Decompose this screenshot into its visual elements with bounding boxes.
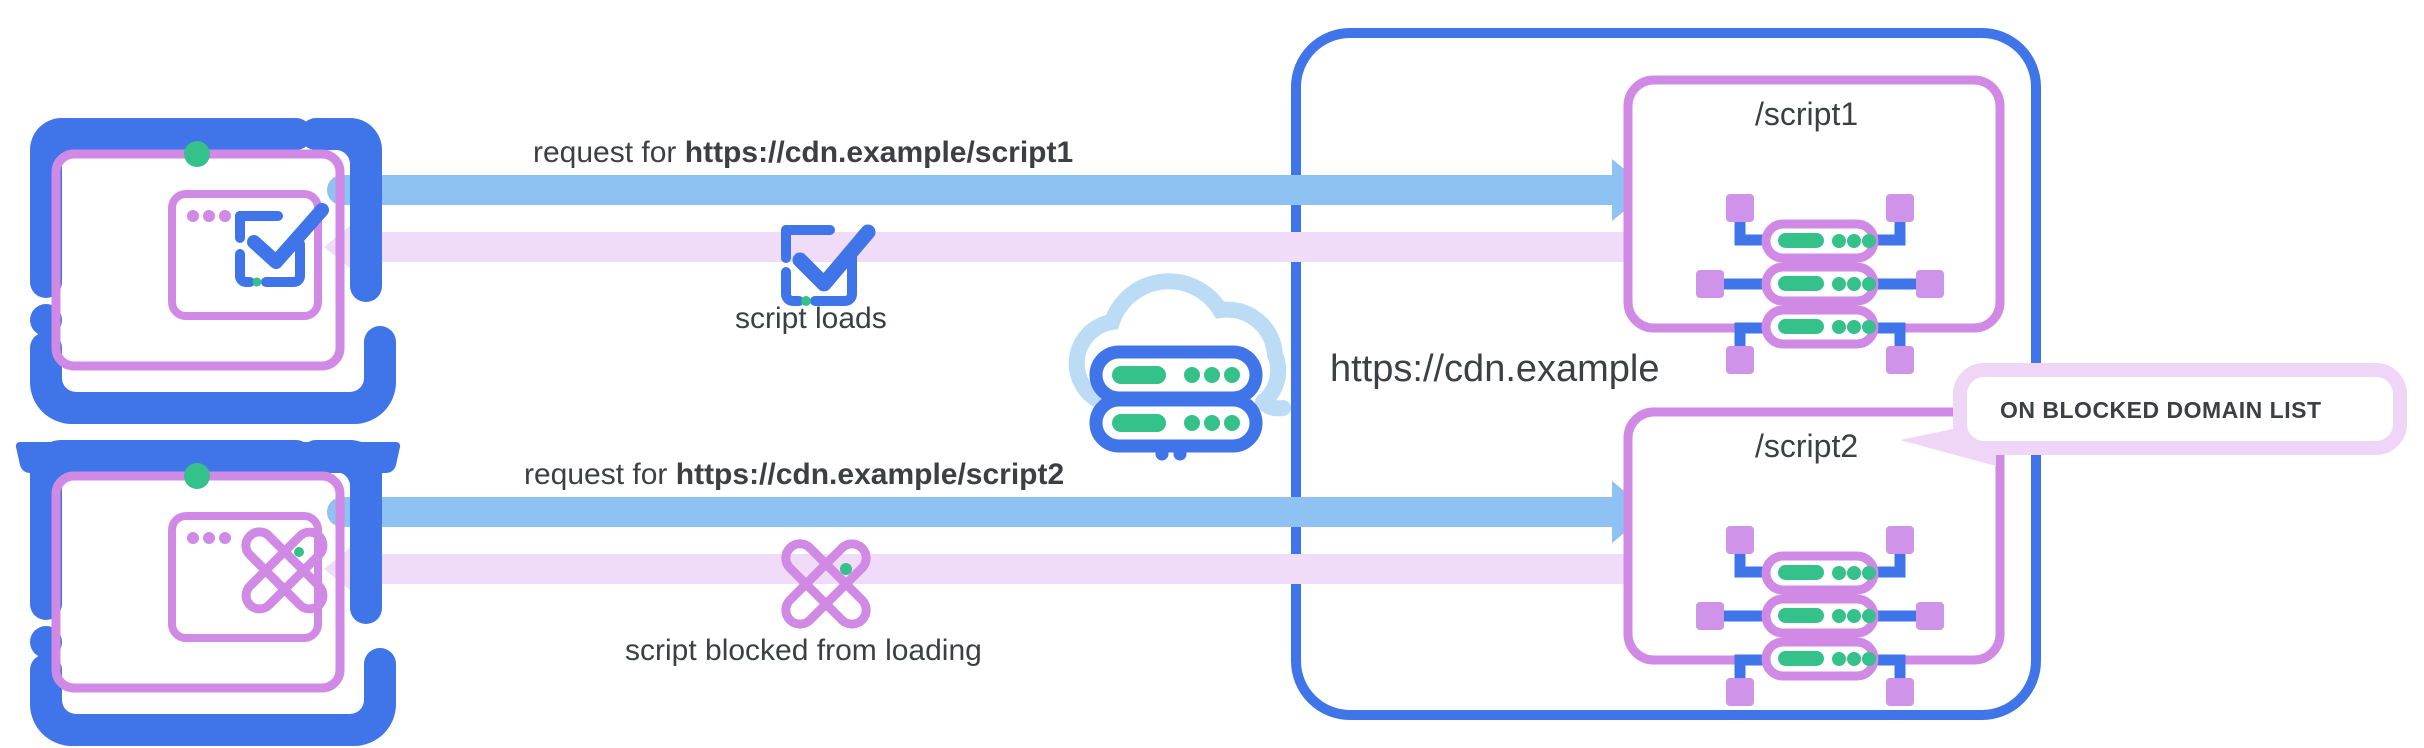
cross-icon <box>241 527 328 614</box>
blocked-domain-callout-label: ON BLOCKED DOMAIN LIST <box>2000 397 2322 423</box>
request-label-1: request for https://cdn.example/script1 <box>533 136 1074 169</box>
result-label-1: script loads <box>735 302 887 335</box>
cdn-domain-label: https://cdn.example <box>1330 348 1660 390</box>
server-box-script1 <box>1623 75 2005 374</box>
status-dot <box>184 463 210 489</box>
response-arrow-2 <box>324 538 1647 600</box>
app-card <box>168 190 329 320</box>
server-box-label-script2: /script2 <box>1755 428 1859 464</box>
client-laptop-allowed <box>15 118 401 474</box>
check-icon <box>235 203 329 287</box>
browser-window-frame <box>51 141 345 371</box>
client-laptop-blocked <box>15 440 401 748</box>
cross-icon <box>781 539 871 629</box>
cloud-server-icon <box>1068 273 1291 461</box>
app-card <box>168 512 328 642</box>
browser-window-frame <box>51 463 345 693</box>
result-badge-check <box>781 224 876 306</box>
server-rows <box>1089 345 1263 461</box>
response-arrow-1 <box>324 216 1647 278</box>
status-dot <box>184 141 210 167</box>
request-arrow-2 <box>327 481 1650 543</box>
server-box-label-script1: /script1 <box>1755 96 1859 132</box>
result-label-2: script blocked from loading <box>625 634 982 667</box>
result-badge-cross <box>781 539 871 629</box>
check-icon <box>781 224 876 306</box>
request-label-2: request for https://cdn.example/script2 <box>524 458 1065 491</box>
blocked-domain-callout <box>1900 363 2407 466</box>
server-box-script2 <box>1623 407 2005 706</box>
request-arrow-1 <box>327 159 1650 221</box>
